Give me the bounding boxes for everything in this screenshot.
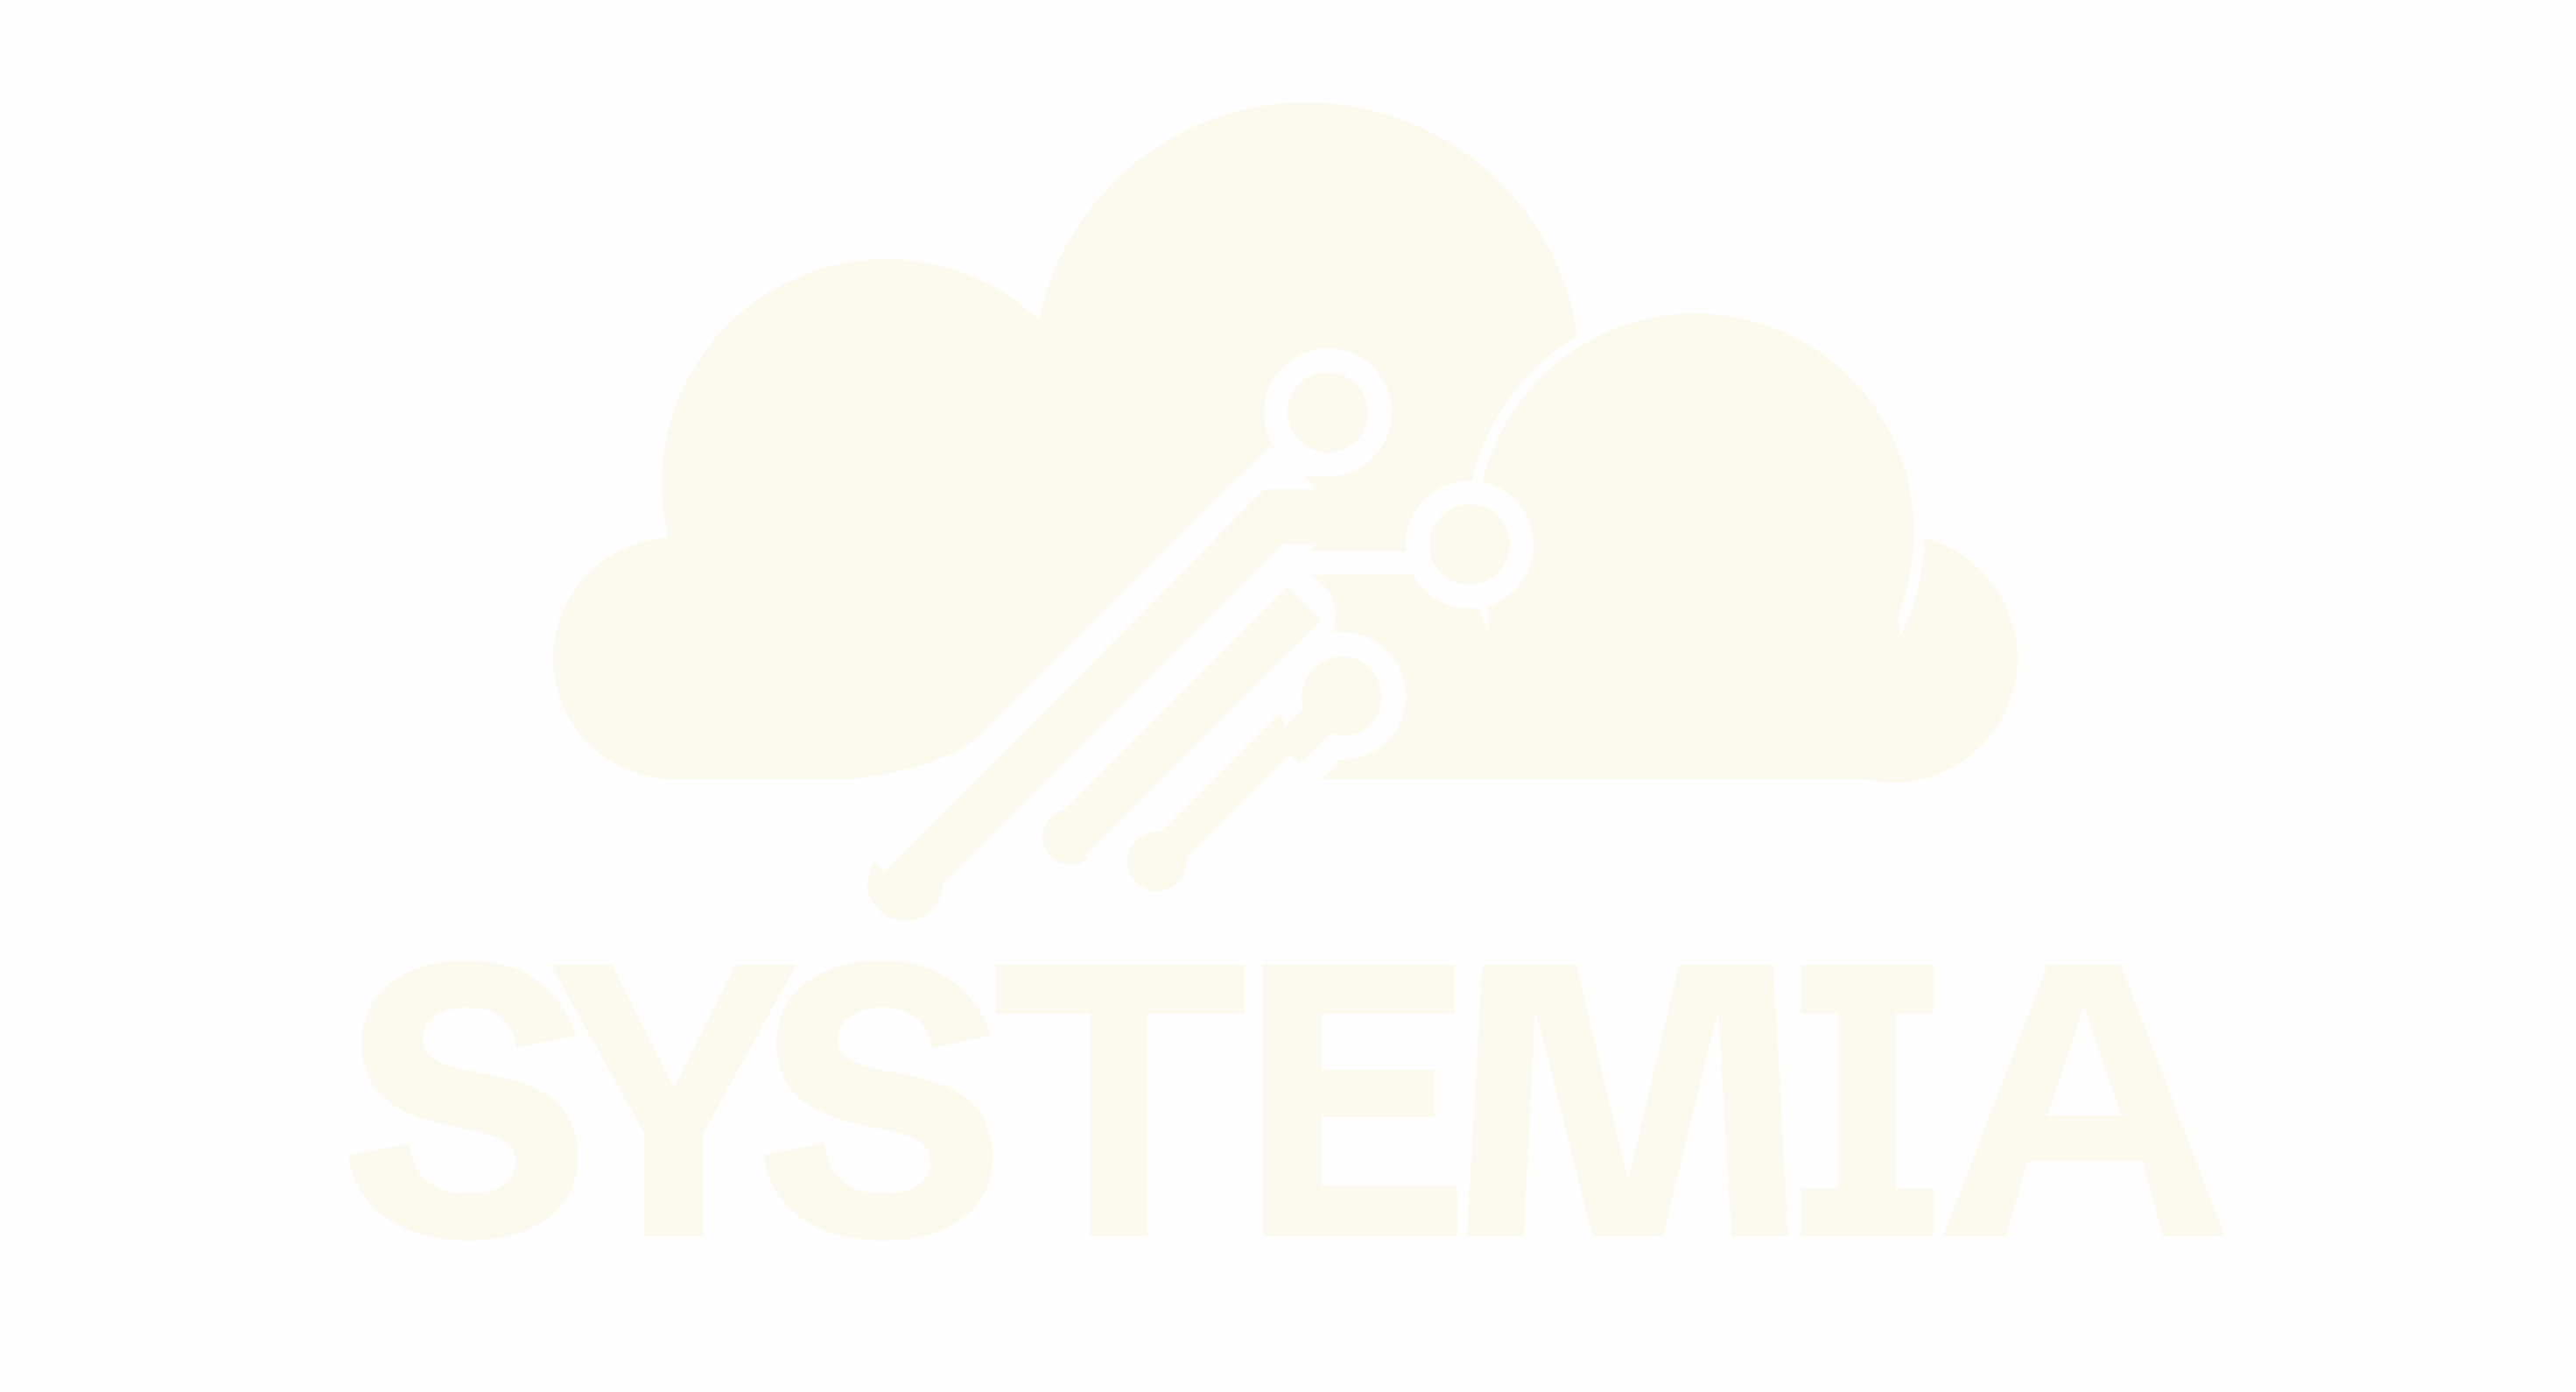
circuit-dot-2: [1042, 809, 1098, 865]
letter-s-2: [763, 960, 993, 1241]
letter-i: [1800, 965, 1934, 1236]
circuit-node-ring-3: [1278, 632, 1406, 760]
letter-a: [1943, 965, 2225, 1236]
wordmark: [348, 960, 2225, 1241]
circuit-node-ring-2: [1406, 481, 1534, 608]
circuit-node-dot-1: [1288, 372, 1368, 453]
letter-s-1: [348, 960, 578, 1241]
circuit-trace-2: [1053, 586, 1322, 854]
circuit-node-ring-1: [1264, 348, 1392, 476]
circuit-node-dot-2: [1429, 504, 1510, 585]
cloud-right-body: [1488, 534, 1899, 779]
letter-t: [995, 965, 1244, 1236]
circuit-cut-lines: [866, 446, 1418, 872]
letter-m: [1467, 965, 1788, 1236]
circuit-dot-3: [1127, 832, 1187, 891]
cloud-circuit-icon: [553, 102, 2018, 935]
circuit-nodes: [1264, 348, 1534, 764]
circuit-trace-3-entry: [1274, 699, 1339, 764]
circuit-traces: [853, 465, 1386, 935]
circuit-trace-1: [886, 489, 1348, 903]
letter-y: [551, 965, 797, 1236]
letter-e: [1263, 965, 1457, 1236]
